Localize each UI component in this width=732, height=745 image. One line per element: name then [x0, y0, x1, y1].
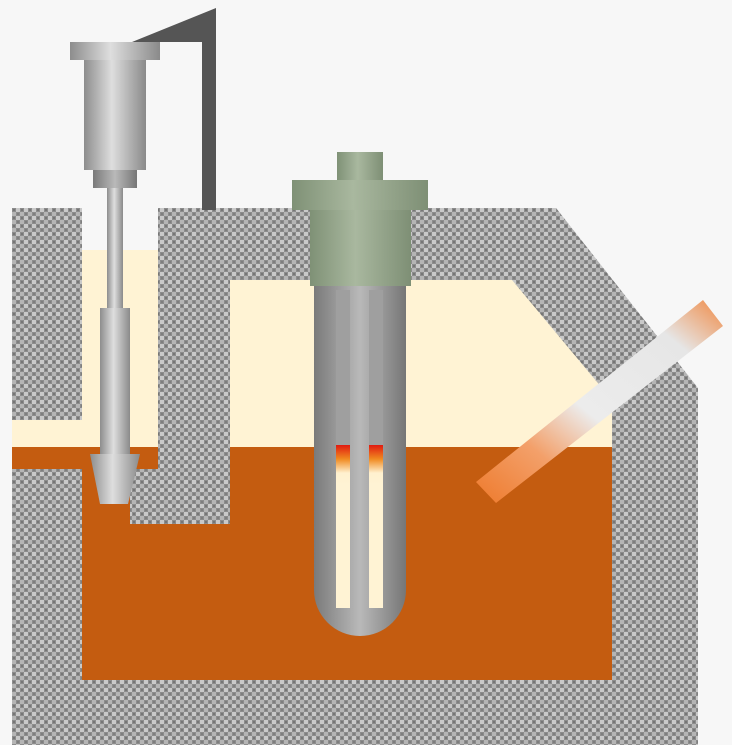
plunger-actuator [84, 60, 146, 170]
immersion-heater-tube [314, 280, 406, 636]
heater-sheath [314, 280, 406, 636]
heater-head-body [310, 210, 411, 286]
left-inlet-gap [12, 420, 82, 447]
element-glow-left [336, 445, 350, 485]
heater-head-flange [292, 180, 428, 210]
heater-head-cap [337, 152, 383, 180]
left-wall-upper [12, 250, 82, 420]
plunger-shaft [100, 308, 130, 454]
plunger-collar [93, 170, 137, 188]
element-lead-left [336, 290, 350, 445]
plunger-rod [107, 188, 123, 308]
element-lead-right [369, 290, 383, 445]
element-glow-right [369, 445, 383, 485]
plunger-cap [70, 42, 160, 60]
divider-wall-foot [130, 469, 230, 524]
left-inlet-metal [12, 447, 82, 469]
